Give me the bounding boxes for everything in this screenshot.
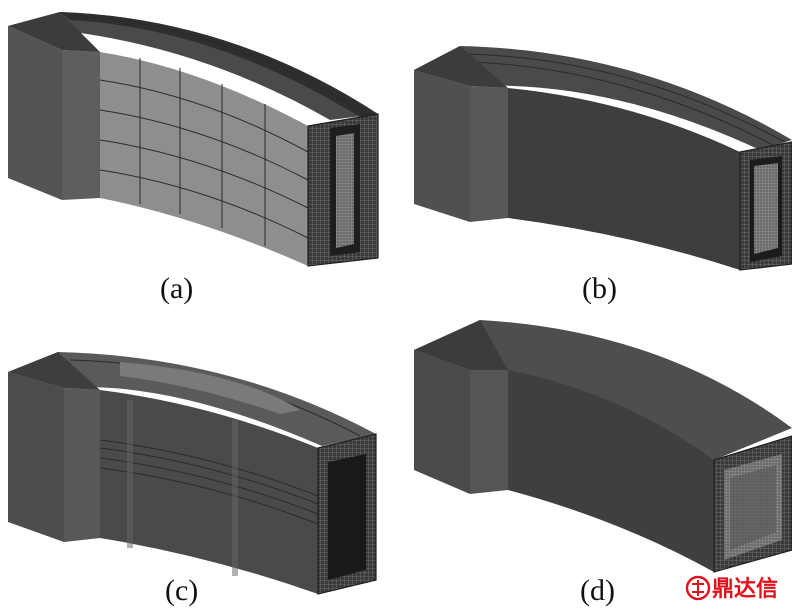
panel-b-caption: (b) (582, 272, 617, 305)
panel-c: (c) (8, 352, 377, 607)
beam-a-top-layers (60, 12, 378, 117)
beam-model-c (8, 352, 377, 595)
beam-b-side-face (508, 88, 740, 270)
beam-model-d (414, 320, 792, 573)
beam-d-side-face (508, 370, 714, 572)
panel-b: (b) (414, 46, 792, 305)
beam-b-end-block (414, 70, 470, 222)
beam-a-end-block (8, 26, 62, 200)
panel-d-caption: (d) (580, 574, 615, 607)
beam-c-side-face (100, 390, 318, 594)
watermark-text: 鼎达信 (712, 576, 778, 602)
beam-a-top-face (8, 12, 378, 120)
panel-a: (a) (8, 12, 379, 305)
watermark: 鼎达信 (685, 575, 778, 602)
watermark-logo-icon (685, 575, 711, 601)
beam-d-top-face (414, 320, 792, 460)
beam-a-side-face (100, 52, 308, 266)
panel-c-caption: (c) (165, 574, 198, 607)
beam-c-top-face (8, 352, 376, 446)
beam-c-end-block (8, 372, 64, 542)
beam-d-end-block (414, 350, 470, 494)
panel-a-caption: (a) (160, 272, 193, 305)
panel-d: (d) (414, 320, 792, 607)
beam-b-top-face (414, 46, 792, 150)
beam-model-a (8, 12, 379, 267)
beam-model-b (414, 46, 792, 271)
